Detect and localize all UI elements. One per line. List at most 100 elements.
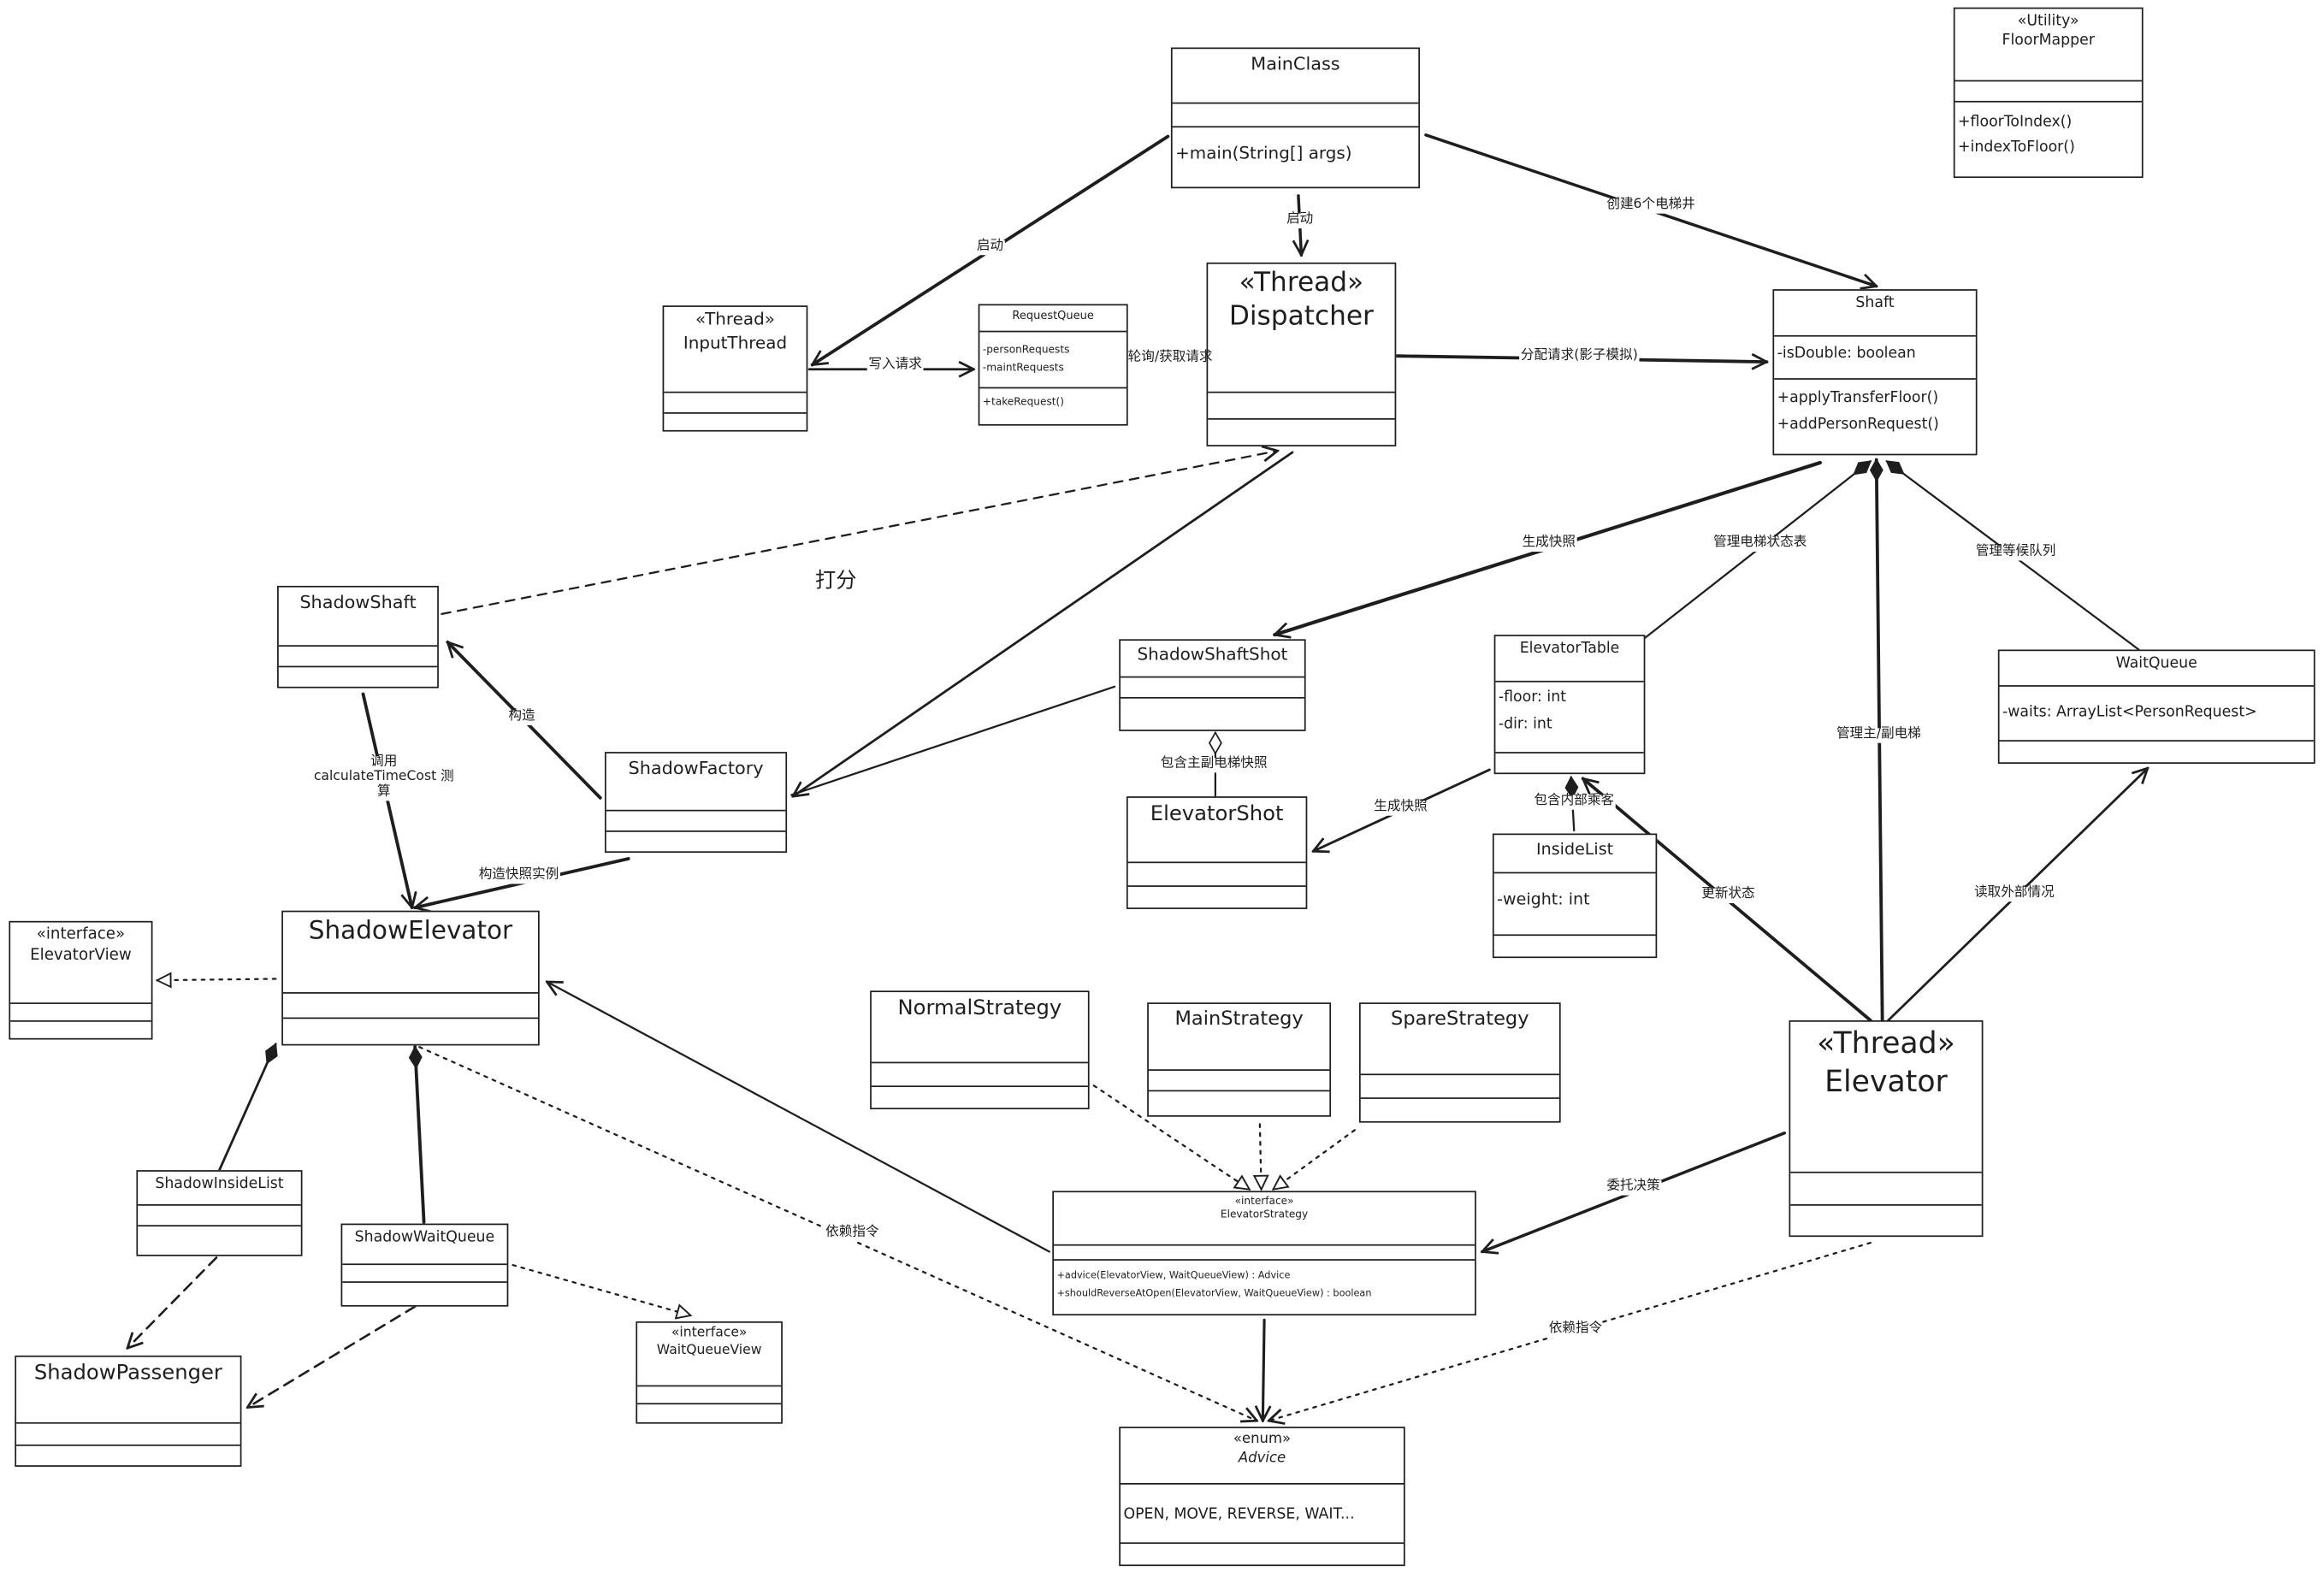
- floor-mapper-title: FloorMapper: [2002, 33, 2095, 50]
- main-strategy-box[interactable]: MainStrategy: [1147, 1002, 1332, 1117]
- request-queue-attr-2: -maintRequests: [982, 362, 1064, 374]
- divider: [342, 1281, 507, 1283]
- elevator-strategy-title: ElevatorStrategy: [1220, 1209, 1309, 1221]
- divider: [16, 1421, 240, 1424]
- shadow-wait-queue-box[interactable]: ShadowWaitQueue: [340, 1223, 509, 1307]
- elevator-shot-box[interactable]: ElevatorShot: [1126, 796, 1308, 909]
- update-state-label: 更新状态: [1700, 886, 1757, 903]
- divider: [1999, 740, 2314, 742]
- manage-table-label: 管理电梯状态表: [1712, 535, 1809, 552]
- elevator-stereotype: «Thread»: [1817, 1025, 1955, 1061]
- advice-box[interactable]: «enum» Advice OPEN, MOVE, REVERSE, WAIT.…: [1119, 1427, 1405, 1567]
- wait-passenger-line: [247, 1305, 417, 1408]
- wait-queue-view-box[interactable]: «interface» WaitQueueView: [636, 1321, 783, 1424]
- wait-view-realize-line: [512, 1263, 691, 1315]
- divider: [1954, 100, 2142, 103]
- main-class-title: MainClass: [1251, 53, 1340, 74]
- score-line: [441, 451, 1277, 616]
- elevator-view-realize-line: [157, 978, 277, 980]
- spare-strategy-title: SpareStrategy: [1391, 1008, 1529, 1031]
- gen-snapshot-label: 生成快照: [1520, 535, 1577, 552]
- shaft-attr: -isDouble: boolean: [1777, 346, 1916, 363]
- elevator-view-box[interactable]: «interface» ElevatorView: [9, 920, 153, 1040]
- construct-snapshot-label: 构造快照实例: [476, 867, 561, 884]
- elevator-box[interactable]: «Thread» Elevator: [1789, 1019, 1984, 1238]
- poll-request-label: 轮询/获取请求: [1127, 350, 1213, 365]
- shadow-passenger-box[interactable]: ShadowPassenger: [15, 1355, 242, 1467]
- divider: [664, 412, 807, 414]
- depends-cmd1-label: 依赖指令: [824, 1225, 881, 1242]
- elevator-table-box[interactable]: ElevatorTable -floor: int -dir: int: [1493, 635, 1646, 775]
- shadow-inside-list-box[interactable]: ShadowInsideList: [136, 1170, 303, 1256]
- elevator-view-stereotype: «interface»: [36, 925, 126, 943]
- manage-elevators-label: 管理主/副电梯: [1835, 726, 1923, 743]
- inside-list-box[interactable]: InsideList -weight: int: [1492, 833, 1658, 959]
- divider: [1148, 1090, 1330, 1092]
- divider: [1208, 391, 1395, 393]
- divider: [282, 1017, 539, 1019]
- wait-queue-title: WaitQueue: [2115, 655, 2197, 672]
- elevator-table-title: ElevatorTable: [1519, 641, 1620, 658]
- read-outside-label: 读取外部情况: [1972, 885, 2056, 902]
- depends-cmd2-label: 依赖指令: [1547, 1321, 1604, 1338]
- elevator-strategy-box[interactable]: «interface» ElevatorStrategy +advice(Ele…: [1052, 1191, 1476, 1316]
- assign-request-label: 分配请求(影子模拟): [1519, 348, 1640, 365]
- main-realize-line: [1260, 1123, 1262, 1189]
- advice-stereotype: «enum»: [1233, 1431, 1292, 1448]
- floor-mapper-box[interactable]: «Utility» FloorMapper +floorToIndex() +i…: [1953, 7, 2144, 179]
- wait-queue-attr: -waits: ArrayList<PersonRequest>: [2002, 704, 2257, 721]
- divider: [342, 1263, 507, 1266]
- divider: [1172, 102, 1419, 104]
- shadow-shaft-box[interactable]: ShadowShaft: [277, 585, 439, 688]
- divider: [10, 1019, 151, 1022]
- divider: [1954, 80, 2142, 82]
- input-thread-stereotype: «Thread»: [695, 308, 775, 329]
- shaft-title: Shaft: [1855, 295, 1895, 312]
- divider: [138, 1204, 301, 1206]
- divider: [1120, 1542, 1404, 1545]
- main-class-box[interactable]: MainClass +main(String[] args): [1170, 47, 1421, 189]
- input-thread-title: InputThread: [683, 332, 788, 353]
- inside-list-attr: -weight: int: [1497, 889, 1590, 909]
- shadow-inside-line: [218, 1043, 278, 1172]
- main-method: +main(String[] args): [1175, 142, 1352, 163]
- divider: [138, 1225, 301, 1227]
- shaft-box[interactable]: Shaft -isDouble: boolean +applyTransferF…: [1772, 289, 1978, 456]
- contains-shots-label: 包含主副电梯快照: [1159, 756, 1269, 773]
- shadow-factory-title: ShadowFactory: [628, 758, 764, 779]
- dispatcher-stereotype: «Thread»: [1239, 267, 1364, 298]
- divider: [1148, 1069, 1330, 1071]
- divider: [278, 665, 438, 668]
- normal-strategy-title: NormalStrategy: [897, 996, 1062, 1020]
- shadow-factory-box[interactable]: ShadowFactory: [604, 752, 788, 854]
- input-thread-box[interactable]: «Thread» InputThread: [662, 305, 808, 432]
- spare-strategy-box[interactable]: SpareStrategy: [1358, 1002, 1561, 1123]
- divider: [282, 992, 539, 994]
- elevator-strategy-method-1: +advice(ElevatorView, WaitQueueView) : A…: [1056, 1269, 1291, 1282]
- wait-queue-box[interactable]: WaitQueue -waits: ArrayList<PersonReques…: [1997, 649, 2315, 765]
- manage-queue-label: 管理等候队列: [1974, 544, 2058, 561]
- divider: [606, 809, 786, 812]
- elevator-title: Elevator: [1824, 1063, 1948, 1099]
- divider: [1120, 696, 1304, 699]
- shadow-elevator-title: ShadowElevator: [308, 916, 513, 947]
- normal-strategy-box[interactable]: NormalStrategy: [870, 990, 1090, 1110]
- divider: [1790, 1204, 1982, 1206]
- divider: [1054, 1259, 1475, 1261]
- shadow-shaft-shot-box[interactable]: ShadowShaftShot: [1119, 639, 1306, 731]
- shot-factory-line: [790, 685, 1116, 796]
- contains-inside-label: 包含内部乘客: [1532, 793, 1616, 810]
- divider: [1495, 752, 1644, 753]
- dispatcher-box[interactable]: «Thread» Dispatcher: [1206, 262, 1397, 446]
- delegate-label: 委托决策: [1605, 1179, 1662, 1196]
- shadow-inside-list-title: ShadowInsideList: [155, 1176, 284, 1193]
- divider: [1495, 680, 1644, 683]
- shadow-wait-queue-title: ShadowWaitQueue: [354, 1229, 495, 1246]
- shadow-elevator-box[interactable]: ShadowElevator: [281, 910, 540, 1046]
- create-shafts-label: 创建6个电梯井: [1605, 197, 1697, 214]
- request-queue-box[interactable]: RequestQueue -personRequests -maintReque…: [978, 304, 1128, 426]
- divider: [637, 1403, 782, 1405]
- inside-list-title: InsideList: [1536, 839, 1614, 859]
- floor-mapper-method-1: +floorToIndex(): [1958, 114, 2073, 131]
